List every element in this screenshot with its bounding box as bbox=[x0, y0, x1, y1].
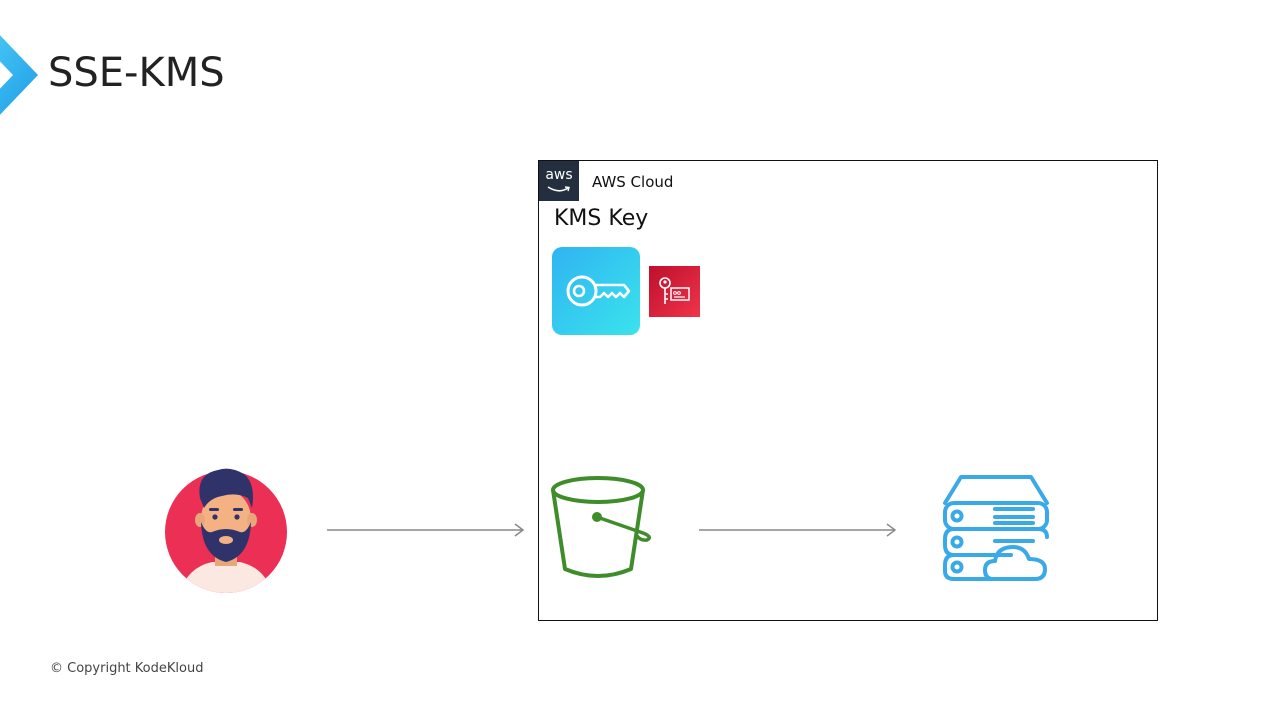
aws-cloud-label: AWS Cloud bbox=[592, 173, 674, 191]
copyright-footer: © Copyright KodeKloud bbox=[50, 661, 204, 676]
flow-arrow-user-to-bucket bbox=[327, 523, 525, 537]
chevron-decoration-icon bbox=[0, 35, 38, 115]
kms-key-label: KMS Key bbox=[554, 206, 649, 231]
aws-cloud-group: aws AWS Cloud KMS Key bbox=[538, 160, 1158, 621]
key-icon[interactable] bbox=[552, 247, 640, 335]
server-cloud-icon[interactable] bbox=[941, 473, 1051, 583]
bucket-icon[interactable] bbox=[551, 473, 655, 581]
flow-arrow-bucket-to-storage bbox=[699, 523, 897, 537]
secrets-manager-icon[interactable] bbox=[649, 266, 700, 317]
slide-title: SSE-KMS bbox=[48, 50, 225, 96]
user-avatar-icon bbox=[165, 468, 287, 593]
aws-smile-icon bbox=[547, 186, 570, 192]
aws-logo-icon: aws bbox=[539, 161, 579, 201]
